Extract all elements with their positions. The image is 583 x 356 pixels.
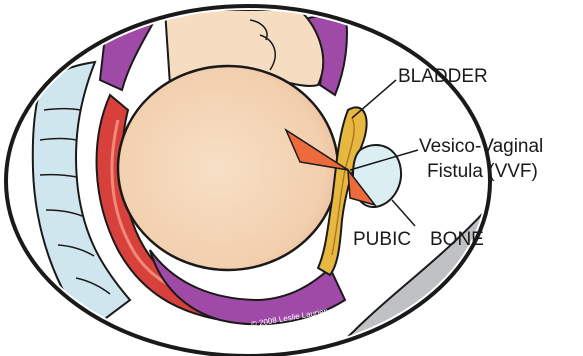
bone-label: BONE — [430, 230, 484, 249]
bladder-label: BLADDER — [398, 67, 488, 86]
vvf-label-line1: Vesico-Vaginal — [419, 137, 543, 156]
pubic-label: PUBIC — [353, 230, 411, 249]
fetal-head — [118, 66, 338, 270]
vvf-label-line2: Fistula (VVF) — [427, 162, 538, 181]
